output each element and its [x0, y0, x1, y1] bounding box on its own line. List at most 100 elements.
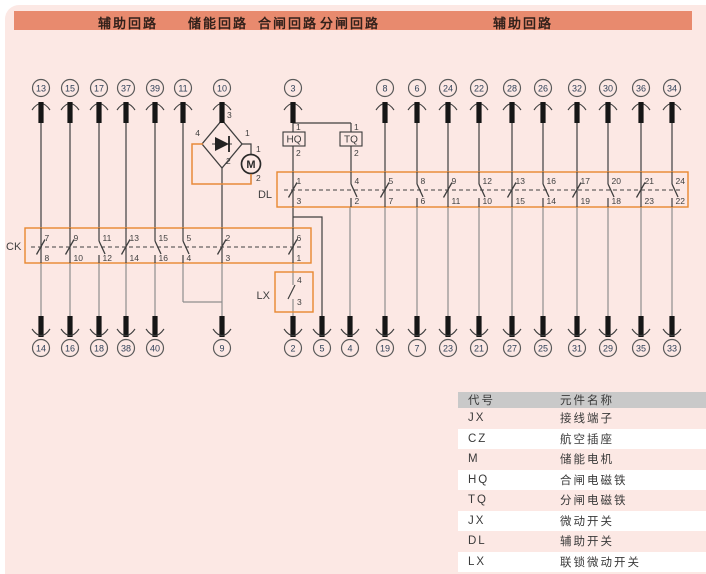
- terminal-number: 23: [443, 344, 453, 354]
- terminal-number: 31: [572, 344, 582, 354]
- hq-pin-top: 1: [296, 122, 301, 132]
- socket-arc-icon: [375, 328, 395, 337]
- socket-arc-icon: [662, 328, 682, 337]
- connector-pin-icon: [509, 102, 515, 123]
- ck-box: [24, 227, 312, 264]
- connector-pin-icon: [152, 102, 158, 123]
- dl-label: DL: [258, 189, 272, 201]
- contact-pin-number: 14: [130, 253, 140, 263]
- hq-pin-bottom: 2: [296, 148, 301, 158]
- connector-pin-icon: [476, 316, 482, 337]
- terminal-number: 26: [538, 84, 548, 94]
- closing-opening-feed-wires: [292, 122, 352, 172]
- component-name: 分闸电磁铁: [560, 495, 628, 508]
- socket-arc-icon: [438, 328, 458, 337]
- lx-label: LX: [257, 290, 271, 302]
- contact-pin-number: 13: [516, 176, 526, 186]
- switch-contact-9-11: 911: [442, 172, 461, 207]
- switch-contact-1-3: 13: [287, 172, 302, 207]
- bottom-terminal-27: 27: [502, 316, 522, 358]
- terminal-number: 27: [507, 344, 517, 354]
- component-code: JX: [468, 514, 486, 527]
- socket-arc-icon: [212, 328, 232, 337]
- socket-arc-icon: [533, 328, 553, 337]
- lx-contact: [287, 284, 296, 300]
- terminal-number: 7: [414, 344, 419, 354]
- connector-pin-icon: [382, 102, 388, 123]
- terminal-number: 8: [382, 84, 387, 94]
- connector-pin-icon: [96, 102, 102, 123]
- socket-arc-icon: [340, 328, 360, 337]
- socket-arc-icon: [145, 328, 165, 337]
- terminal-number: 29: [603, 344, 613, 354]
- section-label-auxiliary-left: 辅助回路: [97, 16, 159, 31]
- contact-pin-number: 2: [226, 233, 231, 243]
- legend-header-name: 元件名称: [560, 395, 614, 407]
- component-code: LX: [468, 555, 487, 568]
- connector-pin-icon: [476, 102, 482, 123]
- connector-pin-icon: [574, 316, 580, 337]
- circuit-section-header: 辅助回路 储能回路 合闸回路 分闸回路 辅助回路: [14, 11, 692, 31]
- connector-pin-icon: [123, 102, 129, 123]
- dl-to-ck-interlock-wires: [292, 207, 323, 316]
- contact-pin-number: 1: [297, 253, 302, 263]
- connector-pin-icon: [382, 316, 388, 337]
- socket-arc-icon: [469, 328, 489, 337]
- connector-pin-icon: [67, 102, 73, 123]
- bottom-terminal-35: 35: [631, 316, 651, 358]
- contact-pin-number: 23: [645, 196, 655, 206]
- dl-box: [276, 171, 689, 208]
- top-terminal-26: 26: [533, 78, 553, 123]
- legend-header-row: 代号 元件名称: [458, 392, 706, 408]
- contact-pin-number: 3: [226, 253, 231, 263]
- bottom-terminal-40: 40: [145, 316, 165, 358]
- contact-pin-number: 12: [483, 176, 493, 186]
- contact-pin-number: 17: [581, 176, 591, 186]
- contact-pin-number: 12: [103, 253, 113, 263]
- rectifier-pin-left: 4: [195, 128, 200, 138]
- socket-arc-icon: [89, 328, 109, 337]
- switch-contact-4-2: 42: [350, 172, 360, 207]
- top-terminal-13: 13: [31, 78, 51, 123]
- diode-icon: [215, 137, 229, 151]
- contact-pin-number: 6: [421, 196, 426, 206]
- switch-contact-5-7: 57: [379, 172, 394, 207]
- socket-arc-icon: [598, 328, 618, 337]
- terminal-number: 32: [572, 84, 582, 94]
- bottom-terminal-19: 19: [375, 316, 395, 358]
- contact-pin-number: 10: [74, 253, 84, 263]
- terminal-number: 10: [217, 84, 227, 94]
- contact-pin-number: 15: [159, 233, 169, 243]
- bottom-terminal-21: 21: [469, 316, 489, 358]
- socket-arc-icon: [502, 328, 522, 337]
- connector-pin-icon: [67, 316, 73, 337]
- bottom-terminal-31: 31: [567, 316, 587, 358]
- rectifier-pin-top: 3: [227, 110, 232, 120]
- component-name: 合闸电磁铁: [560, 474, 628, 487]
- component-name: 联锁微动开关: [560, 556, 641, 569]
- bottom-terminal-23: 23: [438, 316, 458, 358]
- top-terminal-6: 6: [407, 78, 427, 123]
- switch-contact-5-4: 54: [182, 228, 192, 263]
- terminal-number: 16: [65, 344, 75, 354]
- connector-pin-icon: [290, 316, 296, 337]
- contact-pin-number: 14: [547, 196, 557, 206]
- motor: [191, 143, 262, 185]
- connector-pin-icon: [509, 316, 515, 337]
- connector-pin-icon: [123, 316, 129, 337]
- terminal-number: 25: [538, 344, 548, 354]
- legend-row-lx-7: LX 联锁微动开关: [458, 551, 706, 572]
- top-terminal-30: 30: [598, 78, 618, 123]
- bottom-terminal-14: 14: [31, 316, 51, 358]
- connector-pin-icon: [180, 102, 186, 123]
